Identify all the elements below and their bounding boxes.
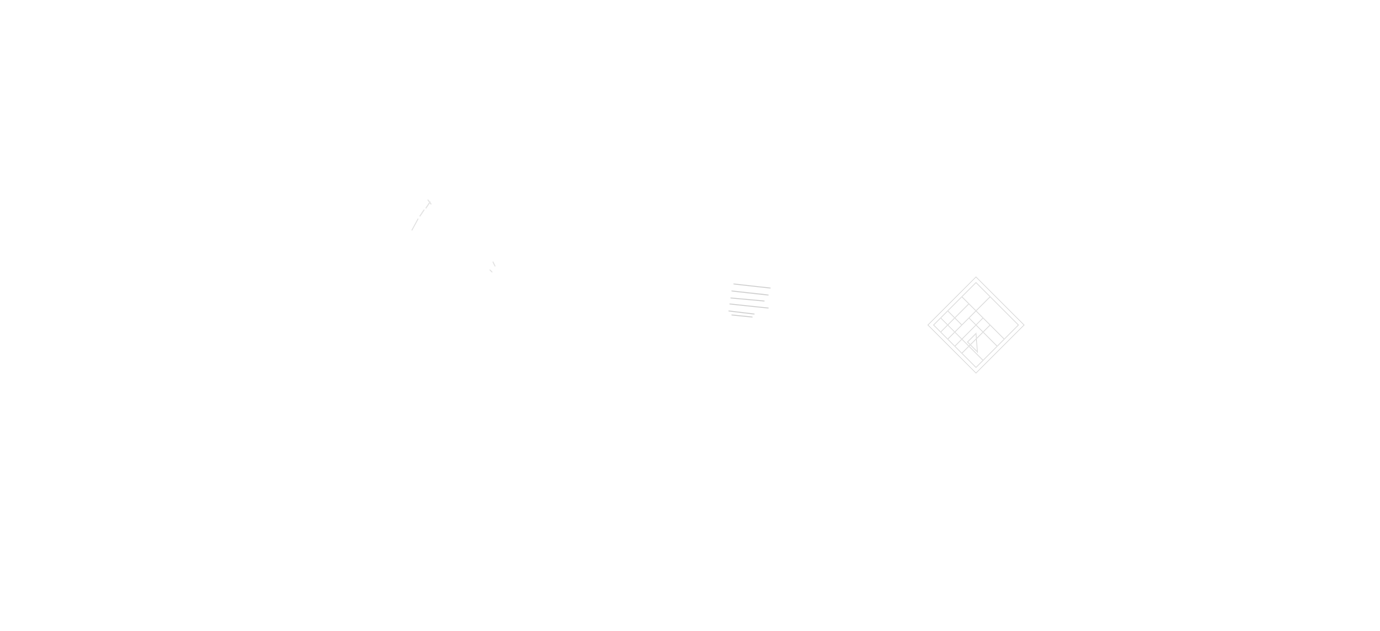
text-lines-icon [722, 276, 778, 322]
layout-grid-diamond-icon [920, 270, 1032, 380]
pen-stroke-icon [400, 192, 510, 282]
